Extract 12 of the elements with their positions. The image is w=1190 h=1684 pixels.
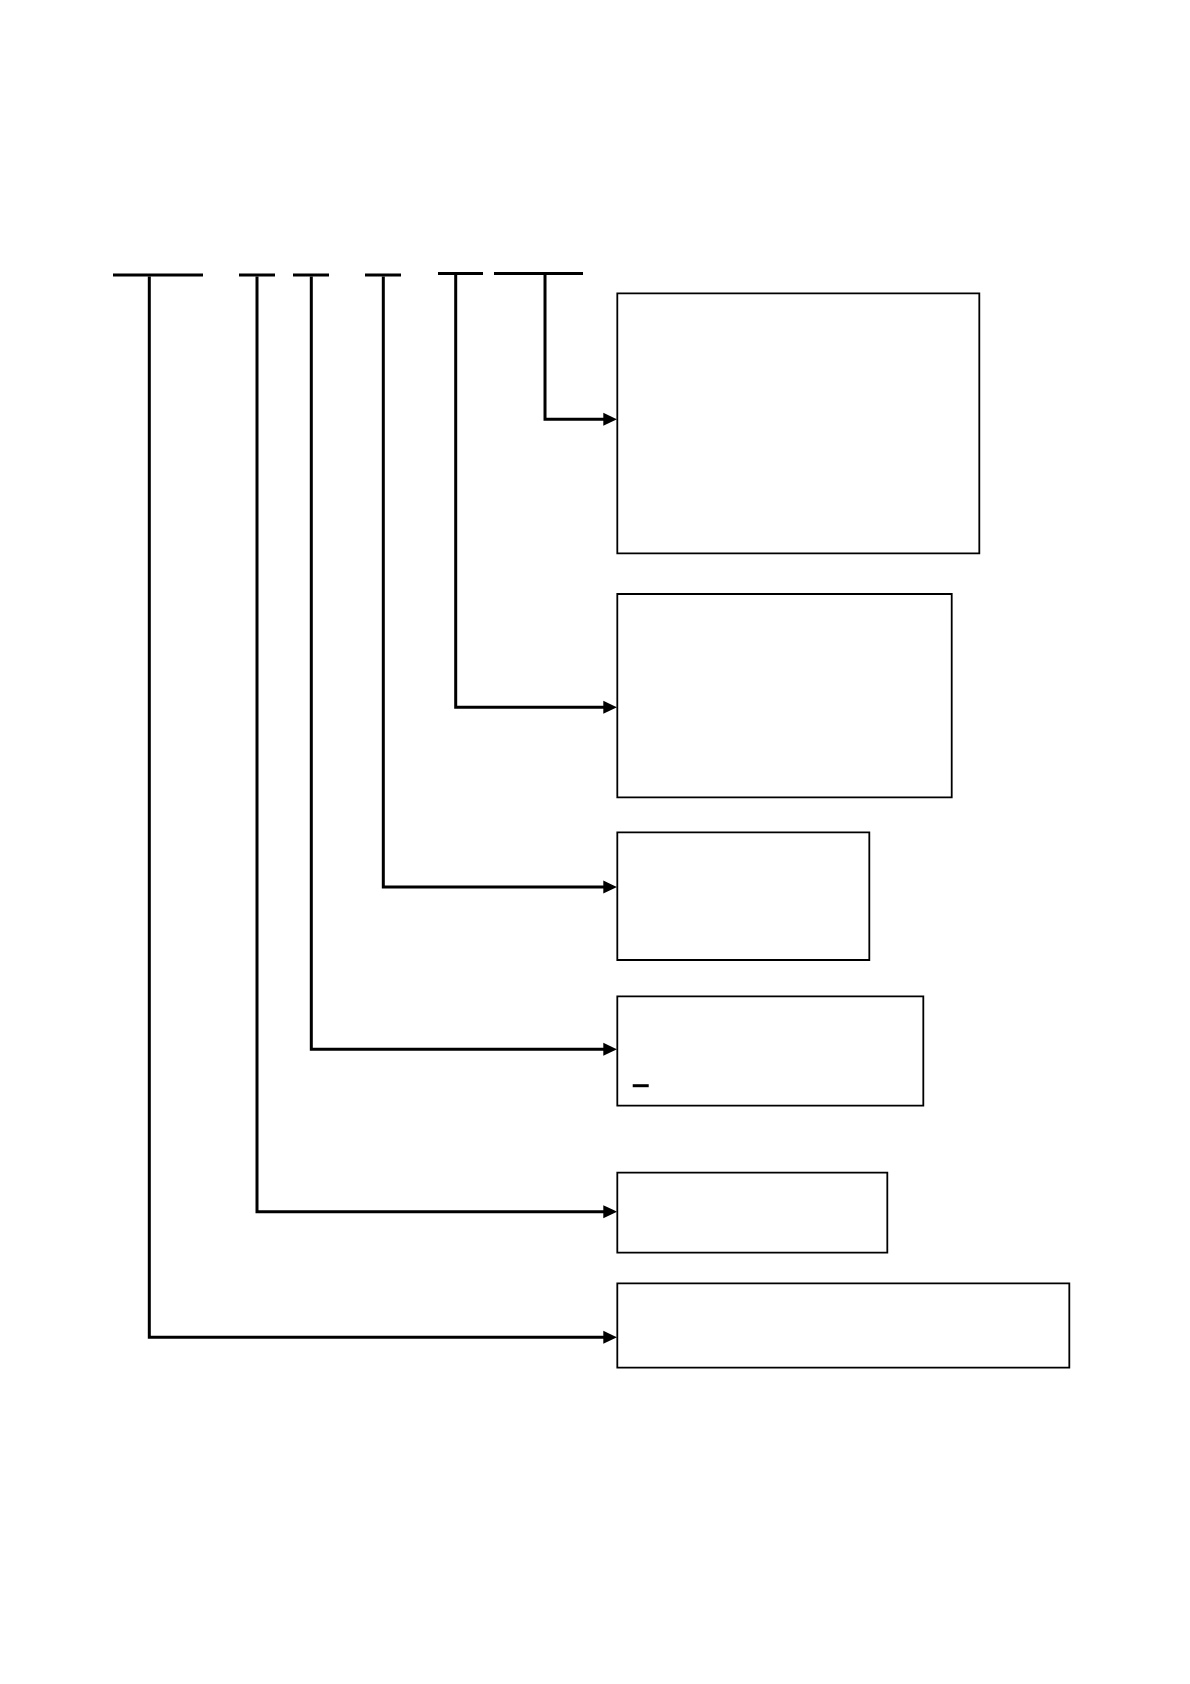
short-bar (365, 273, 401, 277)
empty-box (616, 831, 871, 961)
empty-box (616, 1171, 889, 1254)
empty-box (616, 292, 981, 555)
empty-box (616, 593, 953, 799)
short-bar (113, 273, 203, 277)
short-bar (494, 272, 583, 275)
empty-box (616, 995, 925, 1107)
short-bar (438, 272, 483, 275)
short-bar (293, 273, 329, 277)
empty-box (616, 1282, 1071, 1369)
short-bar (239, 273, 275, 277)
